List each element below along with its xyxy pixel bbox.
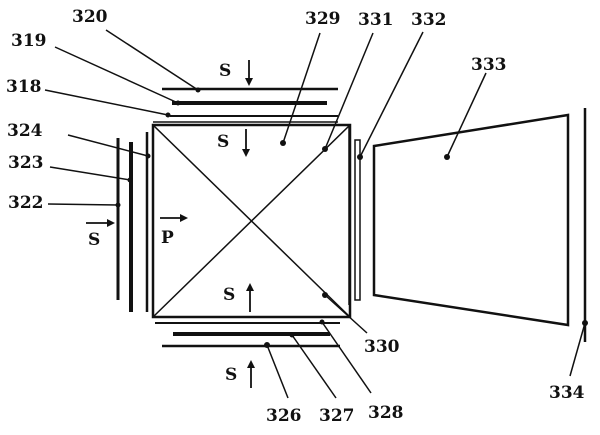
label-320: 320 <box>72 7 108 27</box>
dot-331 <box>322 146 328 152</box>
label-318: 318 <box>6 77 42 97</box>
leader-324 <box>67 134 149 157</box>
top-plates <box>162 87 338 117</box>
bottom-plates <box>155 322 340 348</box>
label-328: 328 <box>368 403 404 423</box>
leader-331 <box>324 32 374 150</box>
dot-332 <box>357 154 363 160</box>
leader-330 <box>324 294 368 334</box>
label-s-top-inner: S <box>217 132 229 152</box>
leader-lines <box>44 29 586 399</box>
label-s-top-outer: S <box>219 61 231 81</box>
polarization-arrows <box>86 60 255 388</box>
left-plates <box>116 132 149 312</box>
label-327: 327 <box>319 406 355 426</box>
cube-diagonal-331 <box>152 124 351 318</box>
dot-326 <box>264 342 270 348</box>
label-332: 332 <box>411 10 447 30</box>
label-s-left: S <box>88 230 100 250</box>
label-333: 333 <box>471 55 507 75</box>
element-332 <box>354 139 361 301</box>
dot-324 <box>145 153 151 159</box>
label-322: 322 <box>8 193 44 213</box>
dot-322 <box>115 202 121 208</box>
label-p-left: P <box>161 228 174 248</box>
screen-333 <box>372 113 570 327</box>
label-326: 326 <box>266 406 302 426</box>
leader-333 <box>446 72 487 158</box>
dot-319 <box>175 100 181 106</box>
beam-splitter-cube <box>151 121 352 319</box>
leader-320 <box>105 29 199 91</box>
label-323: 323 <box>8 153 44 173</box>
dot-329 <box>280 140 286 146</box>
leader-327 <box>291 334 337 399</box>
label-330: 330 <box>364 337 400 357</box>
leader-323 <box>49 166 131 181</box>
label-324: 324 <box>7 121 43 141</box>
label-s-bottom-inner: S <box>223 285 235 305</box>
cube-outline <box>151 123 352 319</box>
leader-319 <box>54 46 179 104</box>
polarization-labels: S S S P S S <box>88 61 237 385</box>
label-331: 331 <box>358 10 394 30</box>
leader-318 <box>44 89 169 116</box>
label-329: 329 <box>305 9 341 29</box>
leader-322 <box>47 203 119 206</box>
label-319: 319 <box>11 31 47 51</box>
dot-330 <box>322 292 328 298</box>
leader-332 <box>359 31 424 158</box>
dot-328 <box>319 319 325 325</box>
leader-326 <box>266 344 289 399</box>
dot-334 <box>582 320 588 326</box>
leader-dots <box>115 87 588 348</box>
label-334: 334 <box>549 383 585 403</box>
dot-323 <box>127 177 133 183</box>
leader-329 <box>282 32 321 144</box>
leader-334 <box>569 322 586 377</box>
reference-labels: 320 319 318 324 323 322 329 331 332 333 … <box>6 7 585 426</box>
dot-318 <box>165 112 171 118</box>
leader-328 <box>321 321 372 394</box>
dot-320 <box>195 87 201 93</box>
dot-327 <box>289 332 295 338</box>
label-s-bottom-outer: S <box>225 365 237 385</box>
dot-333 <box>444 154 450 160</box>
